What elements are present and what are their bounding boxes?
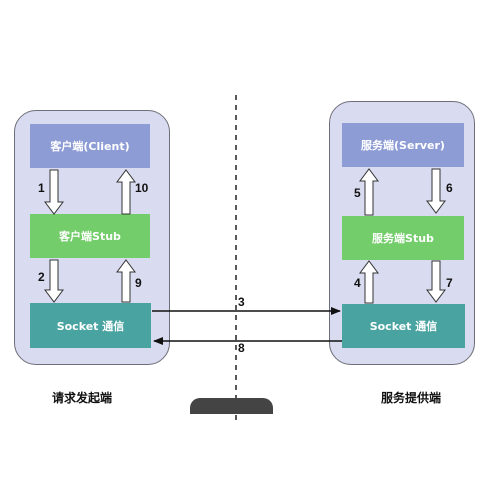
step-5: 5 bbox=[354, 186, 361, 200]
step-6: 6 bbox=[446, 181, 453, 195]
server-label: 服务端(Server) bbox=[361, 139, 445, 152]
client-socket-box: Socket 通信 bbox=[30, 303, 151, 348]
client-stub-box: 客户端Stub bbox=[30, 214, 150, 258]
server-stub-box: 服务端Stub bbox=[342, 216, 464, 260]
server-stub-label: 服务端Stub bbox=[372, 232, 434, 245]
arrow-2-down bbox=[44, 259, 64, 303]
arrow-10-up bbox=[116, 169, 136, 215]
server-socket-label: Socket 通信 bbox=[369, 320, 438, 333]
arrow-4-up bbox=[359, 260, 379, 304]
client-stub-label: 客户端Stub bbox=[59, 230, 121, 243]
server-box: 服务端(Server) bbox=[342, 123, 464, 167]
step-10: 10 bbox=[135, 181, 149, 195]
arrow-5-up bbox=[359, 168, 379, 216]
step-2: 2 bbox=[38, 270, 45, 284]
step-1: 1 bbox=[38, 181, 45, 195]
client-socket-label: Socket 通信 bbox=[56, 319, 125, 333]
step-7: 7 bbox=[446, 276, 453, 290]
step-3: 3 bbox=[238, 295, 245, 309]
step-4: 4 bbox=[354, 276, 361, 290]
server-side-caption: 服务提供端 bbox=[381, 391, 442, 405]
server-socket-box: Socket 通信 bbox=[342, 304, 465, 348]
client-label: 客户端(Client) bbox=[50, 140, 130, 153]
step-9: 9 bbox=[135, 276, 142, 290]
client-side-caption: 请求发起端 bbox=[52, 391, 113, 405]
client-box: 客户端(Client) bbox=[30, 124, 150, 168]
step-8: 8 bbox=[238, 341, 245, 355]
arrow-1-down bbox=[44, 169, 64, 215]
arrow-6-down bbox=[426, 168, 446, 214]
arrow-9-up bbox=[116, 259, 136, 303]
arrow-7-down bbox=[426, 260, 446, 303]
bottom-dark-tab bbox=[190, 398, 273, 414]
